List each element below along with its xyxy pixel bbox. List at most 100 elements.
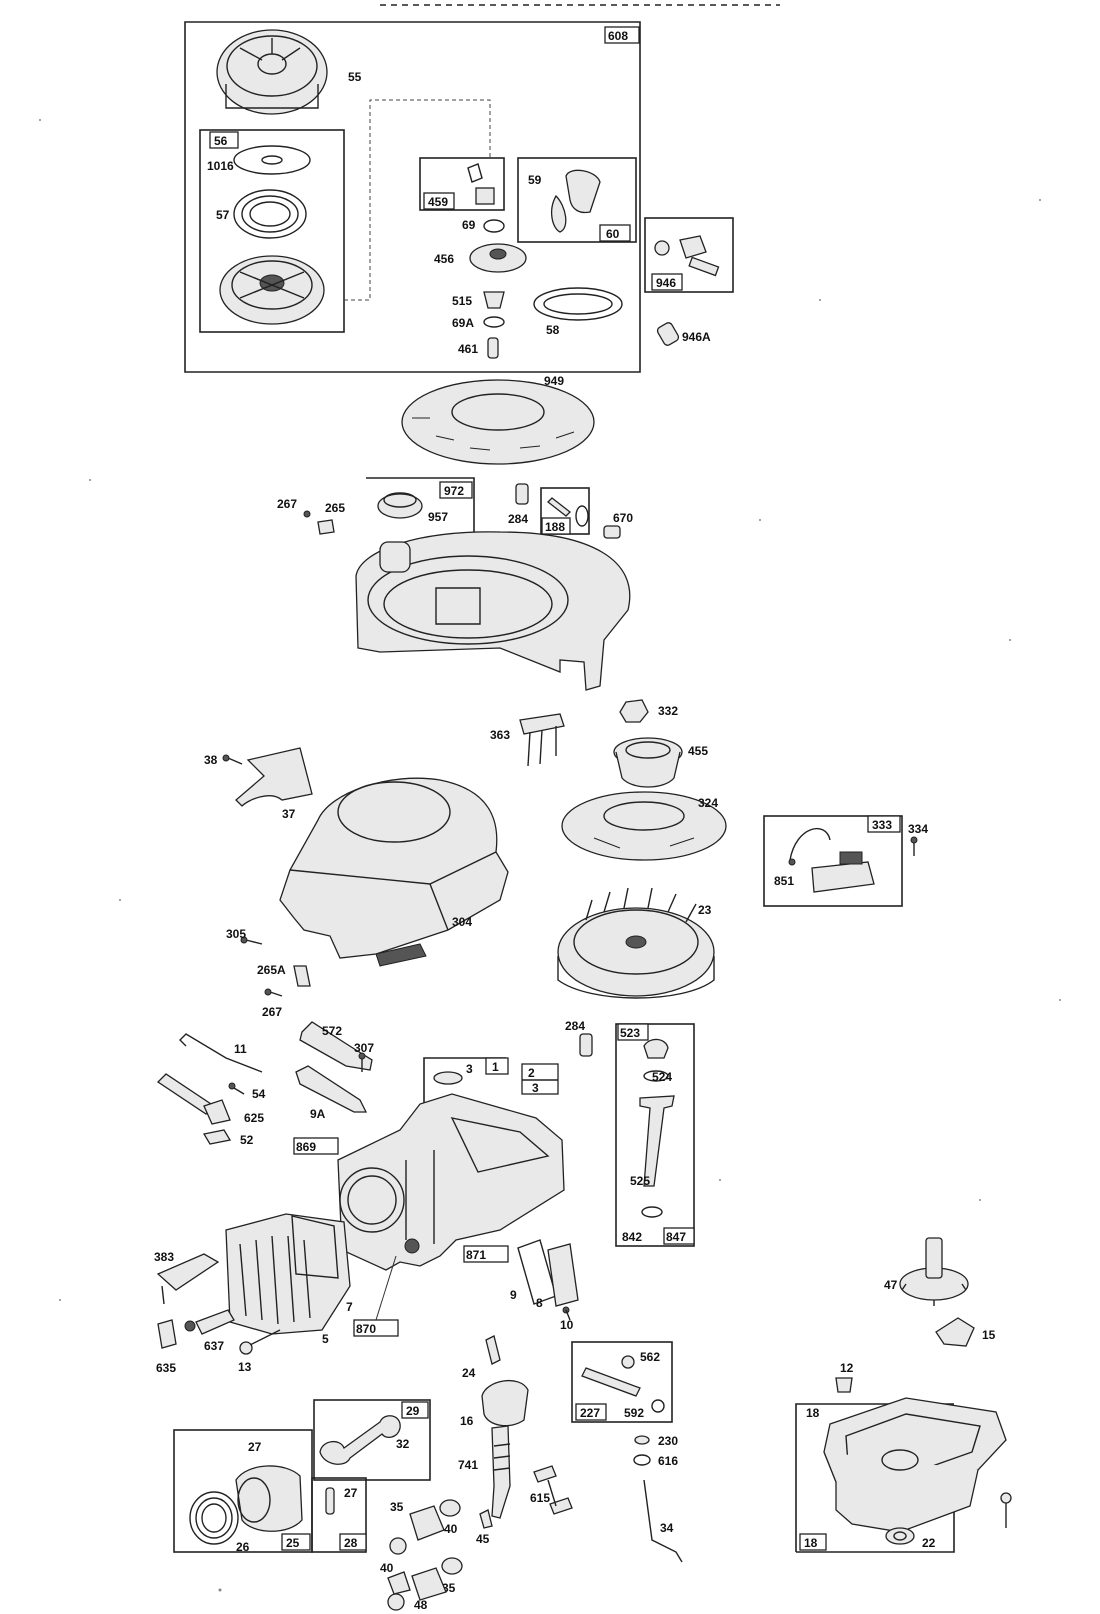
- label-304: 304: [452, 915, 472, 929]
- label-572: 572: [322, 1024, 342, 1038]
- label-741: 741: [458, 1458, 478, 1472]
- part-1016-washer: [233, 145, 311, 175]
- svg-text:227: 227: [580, 1406, 600, 1420]
- label-59: 59: [528, 173, 542, 187]
- part-949-screen: [401, 379, 595, 465]
- label-332: 332: [658, 704, 678, 718]
- label-26: 26: [236, 1540, 250, 1554]
- label-949: 949: [544, 374, 564, 388]
- part-615: [634, 1435, 650, 1445]
- label-265A: 265A: [257, 963, 286, 977]
- label-16: 16: [460, 1414, 474, 1428]
- part-635: [157, 1319, 177, 1349]
- part-20-seal: [885, 1527, 915, 1545]
- label-377: 45: [476, 1532, 490, 1546]
- svg-text:29: 29: [406, 1404, 420, 1418]
- svg-text:188: 188: [545, 520, 565, 534]
- part-383-breather: [156, 1253, 220, 1305]
- part-284-plug: [515, 483, 529, 505]
- part-957-oil-cap: [377, 492, 423, 519]
- label-27: 27: [248, 1440, 262, 1454]
- svg-text:972: 972: [444, 484, 464, 498]
- part-455-cup: [613, 737, 683, 788]
- box-869: 869: [293, 1137, 339, 1155]
- label-383: 383: [154, 1250, 174, 1264]
- label-8: 8: [536, 1296, 543, 1310]
- label-265: 265: [325, 501, 345, 515]
- label-946A: 946A: [682, 330, 711, 344]
- box-523: 523 847: [615, 1023, 695, 1247]
- part-22-bolt: [1000, 1492, 1012, 1528]
- part-governor-lever: [156, 1073, 231, 1125]
- label-363: 363: [490, 728, 510, 742]
- label-637: 637: [204, 1339, 224, 1353]
- part-637-spark-plug: [184, 1309, 235, 1335]
- part-670: [603, 525, 621, 539]
- label-525: 525: [630, 1174, 650, 1188]
- label-455: 455: [688, 744, 708, 758]
- label-34: 40: [380, 1561, 394, 1575]
- svg-text:2: 2: [528, 1066, 535, 1080]
- box-871: 871: [463, 1245, 509, 1263]
- box-333: 333: [763, 815, 903, 907]
- part-48-gear: [899, 1237, 969, 1306]
- part-11-link: [179, 1033, 263, 1073]
- svg-text:1: 1: [492, 1060, 499, 1074]
- scan-speckle: [39, 119, 1061, 1592]
- part-3-bearing: [433, 1071, 463, 1085]
- label-1016: 1016: [207, 159, 234, 173]
- part-8-cover: [547, 1243, 579, 1307]
- part-55-starter-housing: [216, 29, 328, 115]
- svg-text:28: 28: [344, 1536, 358, 1550]
- part-10-screw: [562, 1306, 571, 1321]
- part-cylinder-block: [337, 1093, 565, 1271]
- label-57: 57: [216, 208, 230, 222]
- svg-text:523: 523: [620, 1026, 640, 1040]
- box-2: 2 3: [521, 1063, 559, 1095]
- svg-text:847: 847: [666, 1230, 686, 1244]
- svg-text:869: 869: [296, 1140, 316, 1154]
- label-5: 5: [322, 1332, 329, 1346]
- part-cylinder-shield-304: [279, 777, 509, 967]
- part-45-pins: [533, 1465, 573, 1515]
- label-284b: 284: [565, 1019, 585, 1033]
- part-16-crankshaft: [481, 1335, 529, 1519]
- part-305-screw: [240, 936, 263, 945]
- box-29: 29: [313, 1399, 431, 1481]
- svg-text:870: 870: [356, 1322, 376, 1336]
- label-45: 615: [530, 1491, 550, 1505]
- label-957: 957: [428, 510, 448, 524]
- part-324-flywheel-screen: [561, 791, 727, 861]
- part-37-air-guide: [235, 747, 313, 807]
- box-946: 946: [644, 217, 734, 293]
- starter-group-frame: [184, 4, 780, 373]
- label-635: 635: [156, 1361, 176, 1375]
- label-284: 284: [508, 512, 528, 526]
- label-307: 307: [354, 1041, 374, 1055]
- svg-text:25: 25: [286, 1536, 300, 1550]
- part-334-screw: [910, 836, 918, 856]
- label-58: 58: [546, 323, 560, 337]
- label-54: 54: [252, 1087, 266, 1101]
- label-616: 34: [660, 1521, 674, 1535]
- part-946A: [656, 322, 680, 346]
- svg-text:871: 871: [466, 1248, 486, 1262]
- part-69-washer: [483, 219, 505, 233]
- svg-text:459: 459: [428, 195, 448, 209]
- label-35: 35: [390, 1500, 404, 1514]
- label-230: 616: [658, 1454, 678, 1468]
- part-13-bolt: [239, 1329, 281, 1355]
- part-pulley: [219, 255, 325, 325]
- label-851: 851: [774, 874, 794, 888]
- part-blower-housing: [355, 531, 631, 691]
- box-1: 1: [423, 1057, 509, 1104]
- part-54-screw: [228, 1082, 245, 1095]
- label-515: 515: [452, 294, 472, 308]
- label-7: 7: [346, 1300, 353, 1314]
- part-69A: [483, 316, 505, 328]
- label-20: 22: [922, 1536, 936, 1550]
- label-32: 32: [396, 1437, 410, 1451]
- box-188: 188: [540, 487, 590, 535]
- box-60: 60: [517, 157, 637, 243]
